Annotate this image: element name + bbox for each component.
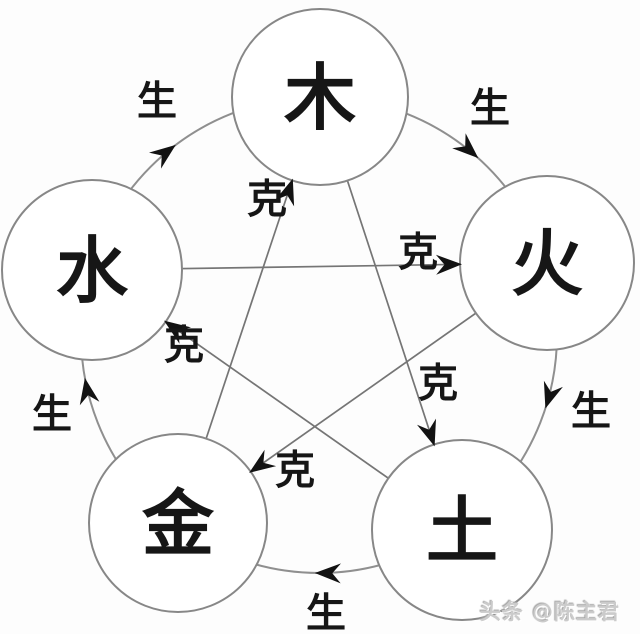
ke-arrowhead-wood-earth [417, 418, 436, 447]
ke-arrowhead-metal-wood [275, 178, 295, 207]
sheng-label-water-wood: 生 [137, 78, 177, 124]
element-label-wood: 木 [284, 56, 356, 140]
element-circle-earth [371, 439, 553, 621]
sheng-label-metal-water: 生 [32, 391, 72, 437]
ke-arrowhead-water-fire [435, 254, 462, 275]
sheng-label-earth-metal: 生 [306, 590, 346, 634]
sheng-arrowhead-earth-metal [314, 563, 341, 584]
ke-arrowhead-earth-water [164, 320, 191, 344]
ke-arrowhead-fire-metal [249, 449, 277, 473]
ke-label-water-fire: 克 [398, 229, 438, 275]
sheng-arrowhead-fire-earth [543, 380, 563, 409]
element-circle-water [1, 179, 183, 361]
ke-label-metal-wood: 克 [247, 176, 287, 222]
element-label-water: 水 [56, 229, 129, 313]
sheng-arrowhead-wood-fire [452, 133, 479, 159]
ke-label-wood-earth: 克 [418, 360, 458, 406]
ke-label-earth-water: 克 [164, 322, 204, 368]
sheng-arrowhead-water-wood [149, 144, 176, 169]
element-circle-wood [231, 8, 409, 186]
watermark-text: 头条 @陈主君 [479, 600, 620, 624]
sheng-label-fire-earth: 生 [571, 388, 611, 434]
element-label-fire: 火 [511, 222, 583, 306]
element-label-metal: 金 [141, 482, 215, 566]
sheng-arrowhead-metal-water [79, 378, 100, 406]
sheng-label-wood-fire: 生 [470, 85, 510, 131]
element-circle-metal [88, 433, 268, 613]
element-circle-fire [459, 175, 635, 351]
ke-label-fire-metal: 克 [275, 447, 315, 493]
element-label-earth: 土 [426, 489, 498, 573]
